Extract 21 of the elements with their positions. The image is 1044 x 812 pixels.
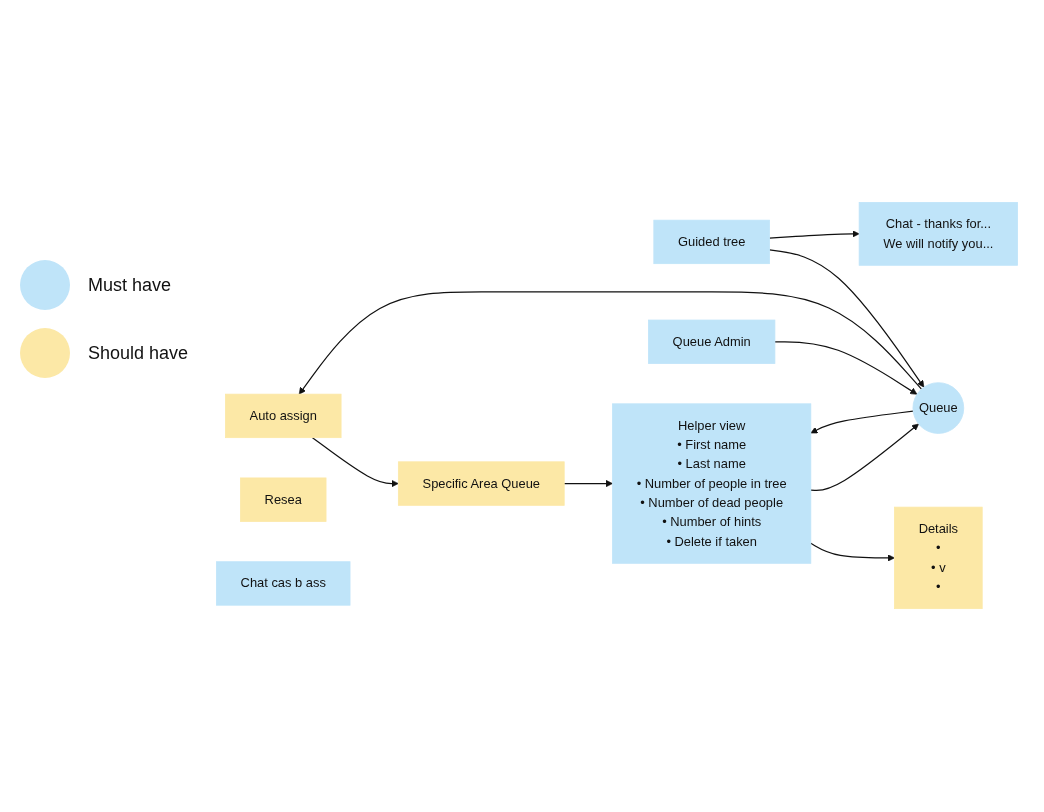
arrow <box>768 249 925 388</box>
node-box: Chat cas b ass <box>216 561 351 607</box>
arrow <box>768 230 860 240</box>
arrow <box>810 411 914 434</box>
arrow <box>810 543 895 562</box>
legend-label: Should have <box>88 342 189 364</box>
legend-label: Must have <box>88 274 172 296</box>
node-box: Auto assign <box>225 394 342 439</box>
arrow <box>774 341 918 396</box>
node-box: Chat - thanks for... We will notify you... <box>858 202 1018 267</box>
node-box: Details • • v • <box>894 507 983 610</box>
node-box: Resea <box>240 477 327 523</box>
arrow <box>563 480 613 488</box>
node-box: Specific Area Queue <box>397 461 565 507</box>
node-box: Queue Admin <box>648 320 776 365</box>
arrow <box>311 437 399 488</box>
node-box: Helper view • First name • Last name • Number of people in tree • Number of dead people • Number of hints • Delete if taken <box>612 403 812 565</box>
arrow <box>298 291 923 395</box>
node-circle: Queue <box>912 382 965 435</box>
node-box: Guided tree <box>653 220 770 265</box>
arrow <box>810 424 919 492</box>
